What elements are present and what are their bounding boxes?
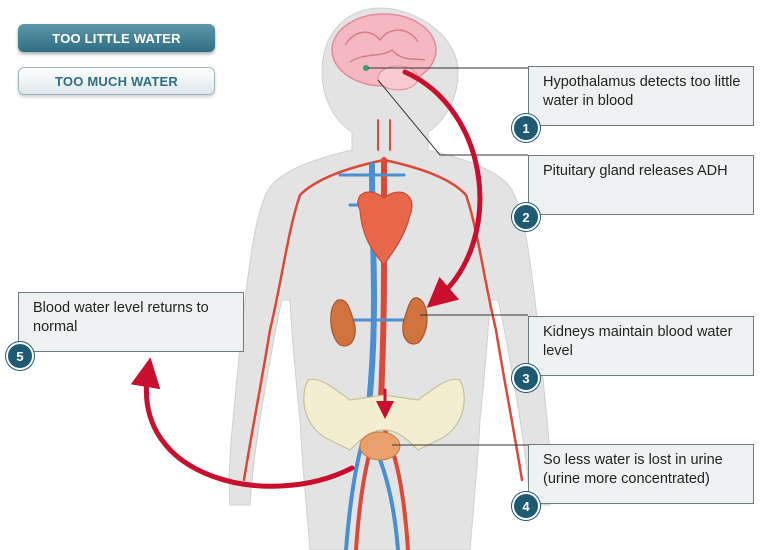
kidneys [330,297,428,347]
step-2-text: Pituitary gland releases ADH [543,163,728,179]
step-3-box: Kidneys maintain blood water level [528,316,754,376]
step-4-box: So less water is lost in urine (urine mo… [528,444,754,504]
step-2-box: Pituitary gland releases ADH [528,155,754,215]
step-5-text: Blood water level returns to normal [33,300,209,335]
step-3-text: Kidneys maintain blood water level [543,324,733,359]
flow-arrows [130,69,483,489]
step-2-badge: 2 [512,203,540,231]
tab-too-little-water[interactable]: TOO LITTLE WATER [18,24,215,52]
step-4-text: So less water is lost in urine (urine mo… [543,452,723,487]
hypothalamus-marker [363,65,369,71]
step-4-badge: 4 [512,492,540,520]
step-1-text: Hypothalamus detects too little water in… [543,74,741,109]
step-5-box: Blood water level returns to normal [18,292,244,352]
tab-too-much-water[interactable]: TOO MUCH WATER [18,67,215,95]
step-1-box: Hypothalamus detects too little water in… [528,66,754,126]
step-5-badge: 5 [6,342,34,370]
bladder [359,431,401,461]
heart [357,191,413,267]
step-1-badge: 1 [512,114,540,142]
step-3-badge: 3 [512,364,540,392]
arteries [242,119,524,550]
